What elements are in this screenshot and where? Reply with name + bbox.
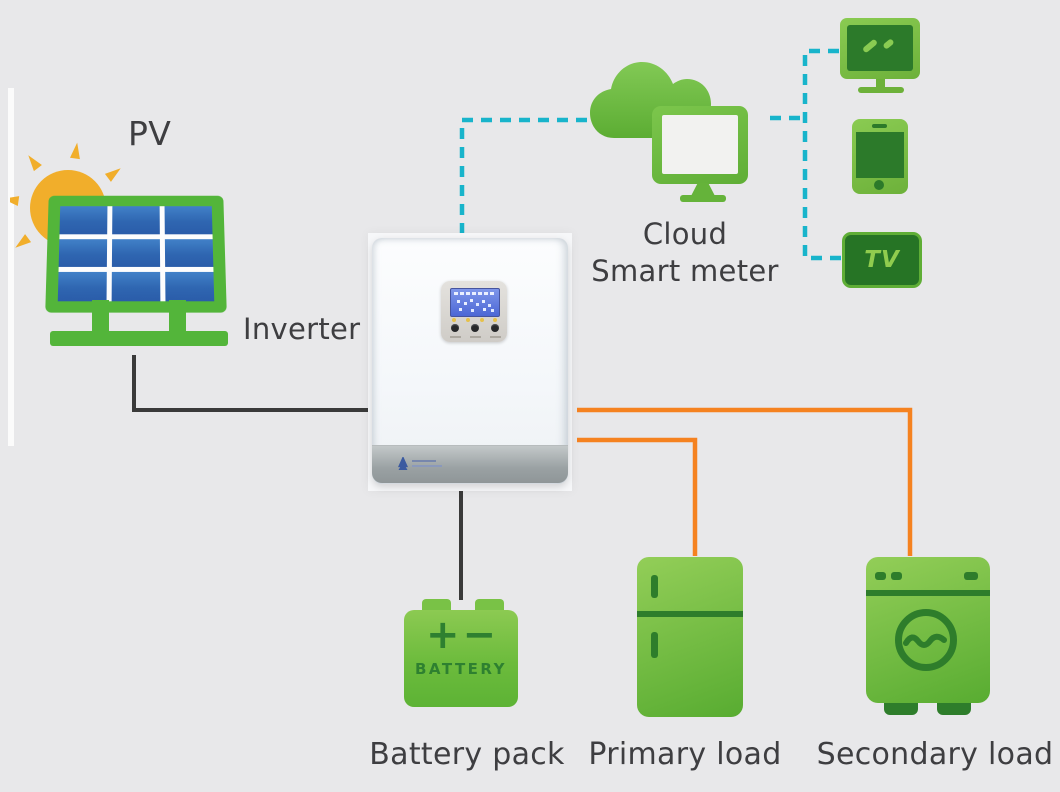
tv-icon-text: TV <box>864 247 900 273</box>
battery-icon-text: BATTERY <box>414 660 508 678</box>
smartphone-home-button <box>874 180 884 190</box>
display-screen <box>847 25 913 71</box>
display-icon <box>840 18 920 79</box>
background-artifact-strip <box>8 88 14 446</box>
fridge-icon <box>637 557 743 717</box>
cloud-label-line2: Smart meter <box>591 254 779 288</box>
battery-minus-sign: − <box>462 612 496 658</box>
inverter-button <box>451 324 459 332</box>
solar-panel-base <box>50 331 228 346</box>
inverter-image <box>368 233 572 491</box>
smart-meter-screen <box>662 115 738 174</box>
lcd-status-row <box>454 292 496 295</box>
cloud-label-line1: Cloud <box>642 217 728 251</box>
status-led-icons <box>452 318 497 322</box>
solar-panel-leg <box>92 300 109 336</box>
display-stand <box>876 79 885 88</box>
display-stand-base <box>858 87 904 93</box>
inverter-buttons <box>450 324 500 333</box>
cloud-smart-meter-label: Cloud Smart meter <box>565 216 805 290</box>
washer-control-dash <box>964 572 978 580</box>
battery-plus-sign: + <box>426 612 460 658</box>
solar-panel-frame <box>45 195 227 313</box>
battery-pack-label: Battery pack <box>369 737 565 772</box>
inverter-control-panel <box>441 281 507 342</box>
inverter-body <box>372 238 568 484</box>
washer-water-wave <box>903 633 947 648</box>
fridge-handle <box>651 575 658 598</box>
secondary-load-label: Secondary load <box>816 737 1054 772</box>
pv-label: PV <box>128 114 172 153</box>
smart-meter-monitor-icon <box>652 106 748 184</box>
wire-inverter-to-primary-load <box>577 437 698 556</box>
washing-machine-icon <box>866 557 990 715</box>
inverter-bottom-band <box>372 445 568 483</box>
tv-icon: TV <box>842 232 922 288</box>
primary-load-label: Primary load <box>588 737 782 772</box>
inverter-button <box>471 324 479 332</box>
wire-inverter-to-secondary-load <box>577 407 913 556</box>
wire-pv-to-inverter <box>132 355 368 412</box>
inverter-button-captions <box>450 336 501 339</box>
wire-devices-bus <box>802 48 841 261</box>
smartphone-speaker <box>872 124 887 128</box>
battery-terminal <box>422 599 451 613</box>
brand-logo-icon <box>398 457 444 471</box>
washer-control-dot <box>875 572 886 580</box>
solar-panel-cells <box>57 206 215 302</box>
smart-meter-stand-base <box>680 195 726 202</box>
lcd-display <box>450 288 500 317</box>
smartphone-icon <box>852 119 908 194</box>
smart-meter-stand <box>691 183 715 196</box>
battery-terminal <box>475 599 504 613</box>
display-slash <box>882 38 895 50</box>
inverter-label: Inverter <box>243 312 361 346</box>
washer-foot <box>884 703 918 715</box>
fridge-handle <box>651 632 658 658</box>
solar-panel-leg <box>169 300 186 336</box>
washer-control-dot <box>891 572 902 580</box>
battery-body: + − BATTERY <box>404 610 518 707</box>
washer-lid-line <box>866 590 990 596</box>
smartphone-screen <box>856 132 904 178</box>
fridge-divider <box>637 611 743 617</box>
lcd-graphics <box>457 300 460 303</box>
display-slash <box>861 38 879 54</box>
washer-foot <box>937 703 971 715</box>
inverter-button <box>491 324 499 332</box>
washer-drum <box>895 609 957 671</box>
